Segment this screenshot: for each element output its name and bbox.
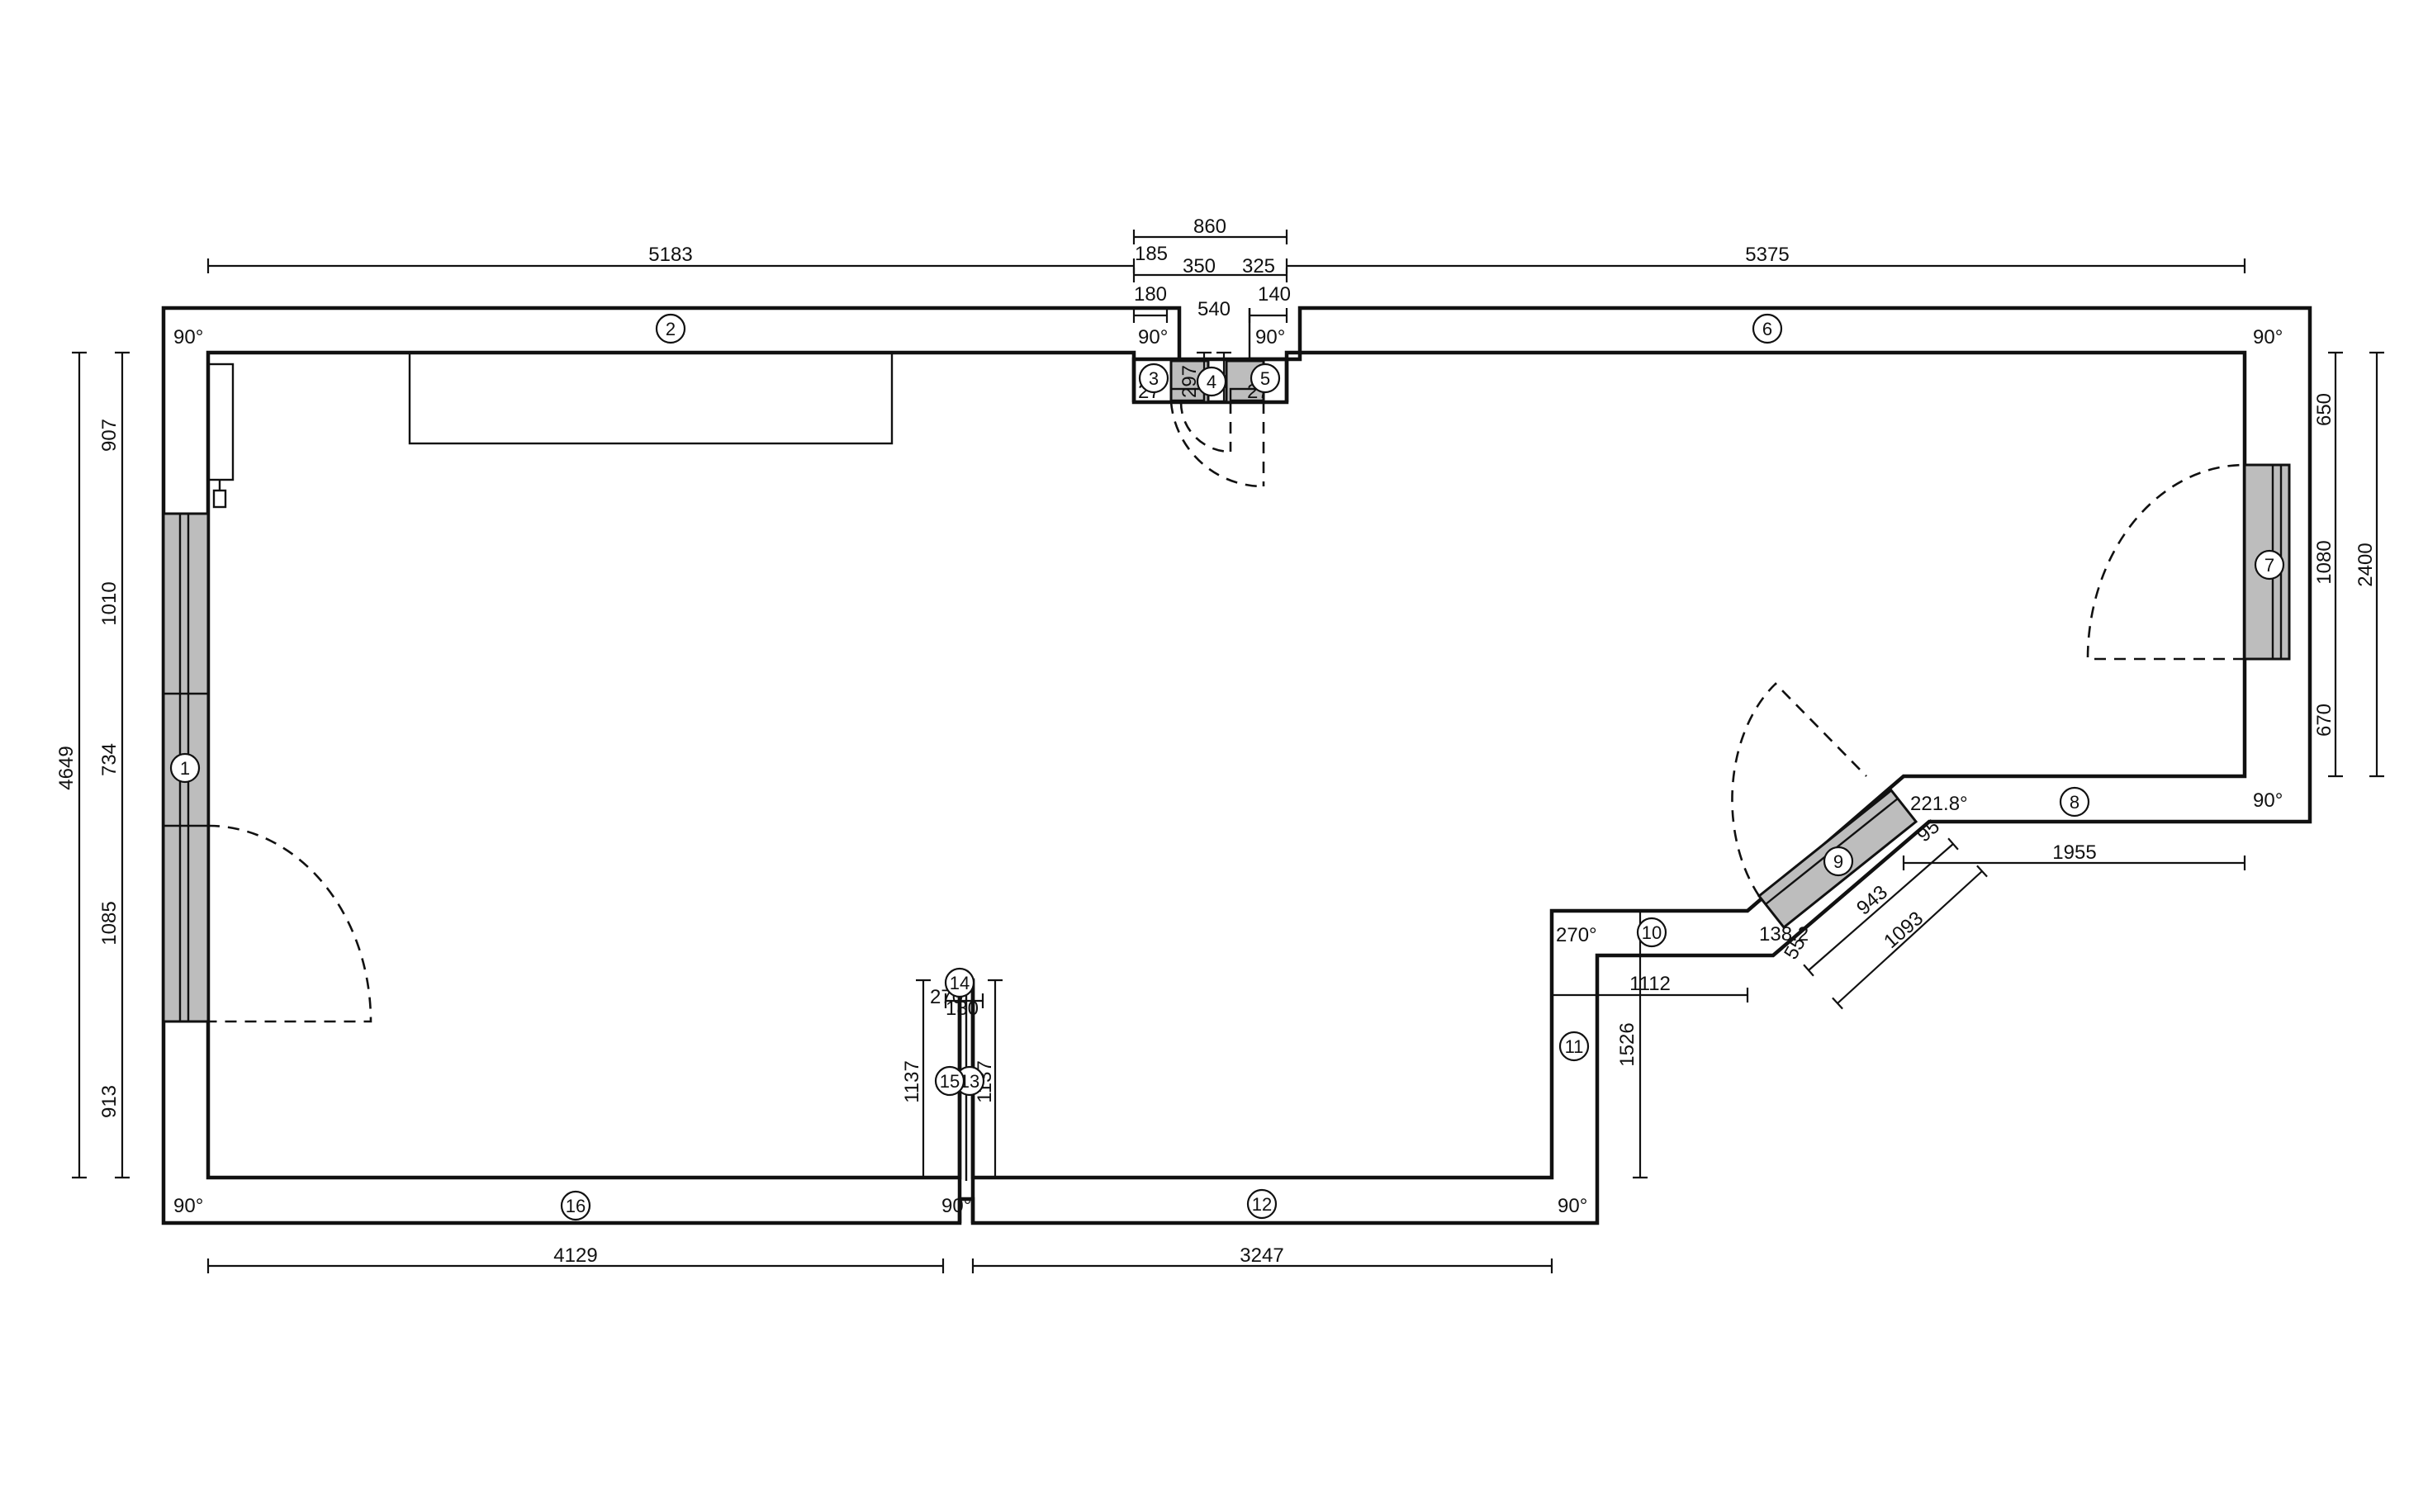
dim-1010: 1010: [98, 581, 121, 625]
door-swing-niche-b: [1179, 401, 1231, 453]
niche-sill-right: [1229, 387, 1265, 402]
dim-180-partition: 180: [946, 998, 979, 1020]
dim-1955: 1955: [2052, 841, 2096, 864]
counter-block: [408, 351, 894, 445]
angle-niche-left: 90°: [1138, 326, 1168, 348]
door-swing-right: [2086, 463, 2245, 661]
dim-3247: 3247: [1240, 1244, 1283, 1267]
niche-inner-right: [1250, 357, 1289, 402]
dim-1080: 1080: [2313, 540, 2336, 584]
dim-5183: 5183: [648, 244, 692, 266]
dim-2400: 2400: [2354, 543, 2377, 586]
dim-1093: 1093: [1880, 908, 1928, 953]
dim-325: 325: [1242, 255, 1275, 277]
wall-badge-6: 6: [1752, 313, 1783, 344]
door-swing-niche-a: [1169, 401, 1264, 488]
svg-text:11: 11: [1565, 1036, 1584, 1057]
svg-text:3: 3: [1149, 368, 1159, 389]
angle-bottom-left: 90°: [173, 1195, 203, 1217]
dimension-tick: [1976, 865, 1988, 878]
radiator: [206, 363, 235, 481]
wall-badge-14: 14: [944, 967, 975, 998]
svg-text:15: 15: [940, 1071, 960, 1092]
wall-badge-7: 7: [2254, 549, 2285, 581]
dim-907: 907: [98, 419, 121, 452]
dimension-tick: [1947, 837, 1959, 851]
dim-185: 185: [1135, 243, 1168, 265]
svg-text:14: 14: [950, 973, 970, 993]
wall-badge-9: 9: [1823, 846, 1854, 877]
dim-140: 140: [1258, 283, 1291, 306]
angle-step-bottom: 90°: [1558, 1195, 1587, 1217]
svg-text:5: 5: [1260, 368, 1270, 389]
wall-badge-8: 8: [2059, 786, 2090, 818]
svg-text:16: 16: [566, 1196, 586, 1216]
svg-text:7: 7: [2264, 555, 2274, 576]
angle-right-lower: 90°: [2253, 789, 2283, 812]
dim-860: 860: [1193, 216, 1226, 238]
dim-1085: 1085: [98, 901, 121, 945]
dim-4129: 4129: [553, 1244, 597, 1267]
svg-text:8: 8: [2070, 792, 2079, 813]
angle-top-right: 90°: [2253, 326, 2283, 348]
angle-oblique-bottom: 138.2: [1759, 923, 1809, 946]
wall-badge-5: 5: [1250, 363, 1281, 394]
angle-oblique-top: 221.8°: [1910, 793, 1968, 815]
dim-913: 913: [98, 1085, 121, 1118]
svg-text:9: 9: [1833, 851, 1843, 872]
dim-1112: 1112: [1629, 973, 1671, 995]
svg-text:12: 12: [1252, 1194, 1272, 1215]
angle-step-inner: 270°: [1556, 924, 1597, 946]
door-swing-oblique: [1731, 682, 1867, 897]
dim-5375: 5375: [1745, 244, 1789, 266]
wall-badge-15: 15: [934, 1065, 965, 1097]
niche-inner-left: [1131, 357, 1179, 402]
dim-1137-left: 1137: [901, 1060, 923, 1103]
svg-text:2: 2: [666, 319, 676, 339]
dim-350: 350: [1183, 255, 1216, 277]
angle-top-left: 90°: [173, 326, 203, 348]
wall-badge-12: 12: [1246, 1188, 1278, 1220]
dim-670: 670: [2313, 704, 2336, 737]
svg-text:1: 1: [180, 758, 190, 779]
dim-540: 540: [1197, 298, 1231, 320]
door-swing-left: [207, 824, 372, 1023]
angle-niche-right: 90°: [1255, 326, 1285, 348]
outer-wall-outline: [161, 306, 2312, 1225]
wall-badge-2: 2: [655, 313, 686, 344]
radiator-valve: [212, 489, 227, 509]
wall-badge-1: 1: [169, 752, 201, 784]
dimension-ticks: [72, 230, 2384, 1273]
svg-text:4: 4: [1207, 372, 1216, 392]
dim-650: 650: [2313, 393, 2336, 426]
angle-partition-bottom: 90°: [941, 1195, 971, 1217]
dim-180: 180: [1134, 283, 1167, 306]
wall-badge-3: 3: [1138, 363, 1169, 394]
dimension-tick: [1832, 997, 1843, 1010]
dimension-tick: [1803, 964, 1814, 977]
dim-4649: 4649: [55, 746, 78, 789]
svg-text:10: 10: [1642, 922, 1662, 943]
dim-943: 943: [1852, 881, 1892, 920]
wall-badge-11: 11: [1558, 1031, 1590, 1062]
wall-badge-10: 10: [1636, 917, 1667, 948]
wall-badge-16: 16: [560, 1190, 591, 1221]
dim-734: 734: [98, 743, 121, 776]
inner-wall-outline: [206, 350, 2247, 1180]
wall-badge-4: 4: [1196, 366, 1227, 397]
svg-text:6: 6: [1762, 319, 1772, 339]
dim-1526: 1526: [1616, 1022, 1638, 1066]
